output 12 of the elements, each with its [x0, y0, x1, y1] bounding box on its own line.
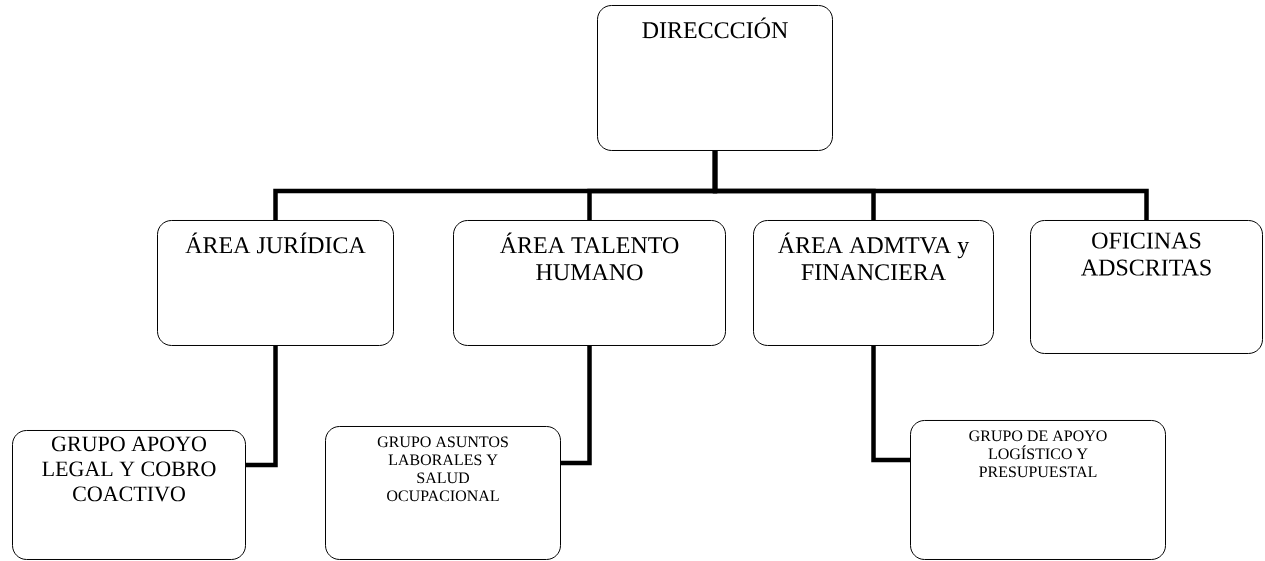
connector-line [871, 346, 910, 463]
org-box: ÁREA TALENTO HUMANO [453, 220, 726, 346]
org-box: ÁREA ADMTVA y FINANCIERA [753, 220, 994, 346]
org-box: ÁREA JURÍDICA [157, 220, 394, 346]
org-box: GRUPO APOYO LEGAL Y COBRO COACTIVO [12, 430, 246, 560]
connector-line [246, 346, 278, 468]
org-box: GRUPO ASUNTOS LABORALES Y SALUD OCUPACIONAL [325, 426, 561, 560]
connector-line [561, 346, 592, 466]
org-box: DIRECCCIÓN [597, 5, 833, 151]
org-box: OFICINAS ADSCRITAS [1030, 220, 1263, 354]
org-box: GRUPO DE APOYO LOGÍSTICO Y PRESUPUESTAL [910, 420, 1166, 560]
connector-line [712, 151, 1149, 220]
